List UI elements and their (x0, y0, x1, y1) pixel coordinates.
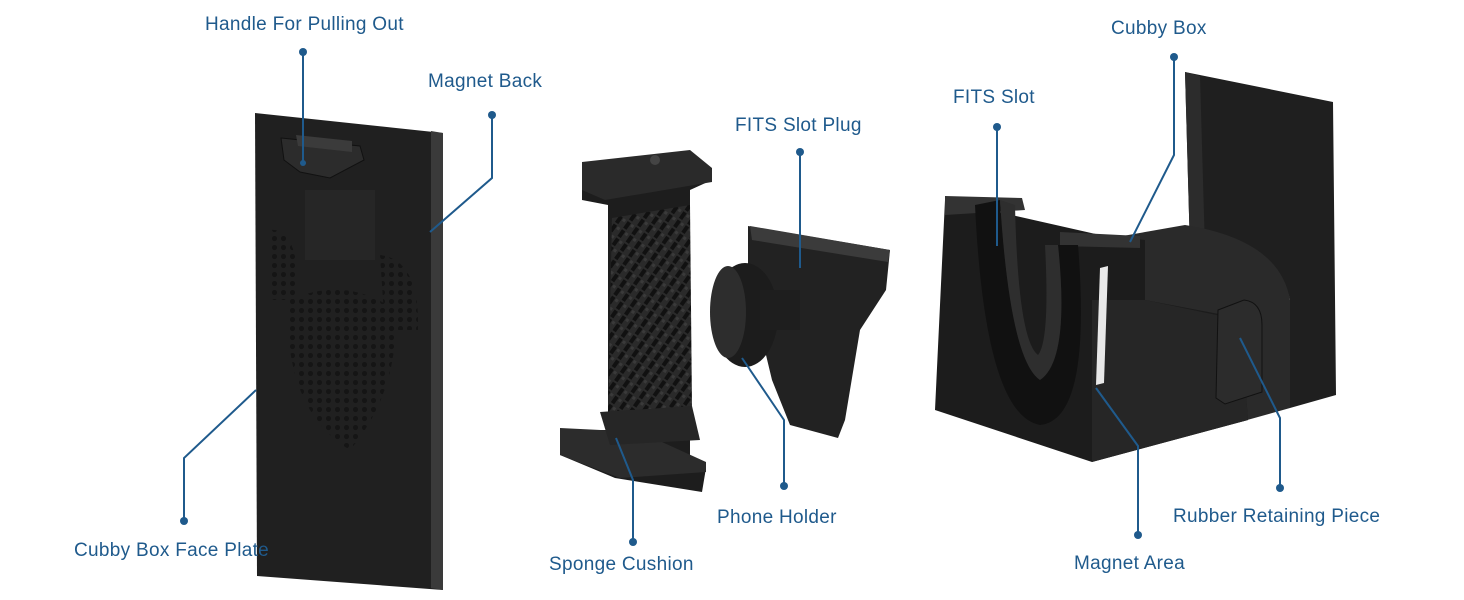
label-phone-holder: Phone Holder (717, 507, 837, 528)
face-plate-graphic (255, 113, 443, 590)
label-sponge-cushion: Sponge Cushion (549, 554, 694, 575)
label-face-plate: Cubby Box Face Plate (74, 540, 270, 561)
phone-holder-graphic (560, 150, 890, 492)
label-magnet-back: Magnet Back (428, 71, 543, 92)
cubby-box-graphic (935, 72, 1336, 462)
callout-dots (180, 48, 1284, 546)
label-fits-slot-plug: FITS Slot Plug (735, 115, 862, 136)
label-cubby-box: Cubby Box (1111, 18, 1207, 39)
label-fits-slot: FITS Slot (953, 87, 1035, 108)
label-magnet-area: Magnet Area (1074, 553, 1186, 574)
label-handle: Handle For Pulling Out (205, 14, 404, 35)
callout-lines (183, 52, 1281, 542)
label-rubber-retaining-piece: Rubber Retaining Piece (1173, 506, 1381, 527)
